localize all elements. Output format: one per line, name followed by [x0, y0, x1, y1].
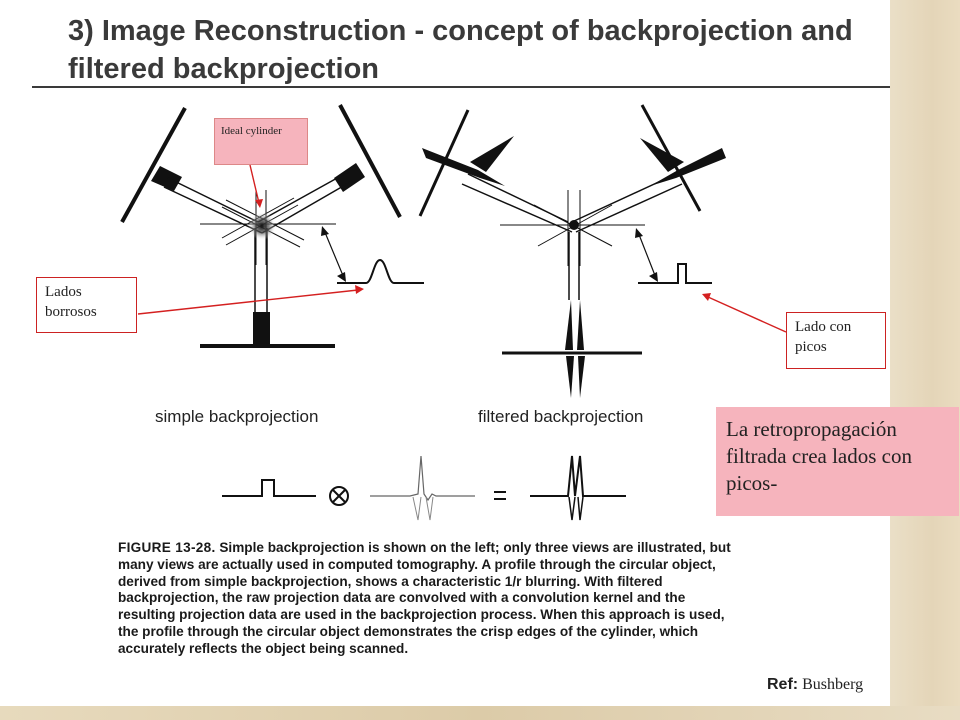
callout-arrows — [137, 164, 787, 333]
simple-backprojection-label: simple backprojection — [155, 407, 319, 426]
reference: Ref: Bushberg — [767, 676, 863, 694]
slide — [0, 0, 890, 720]
ref-label: Ref: — [767, 676, 799, 693]
caption-body: Simple backprojection is shown on the le… — [118, 540, 731, 656]
lados-borrosos-callout: Lados borrosos — [36, 277, 137, 333]
slide-title: 3) Image Reconstruction - concept of bac… — [68, 15, 853, 85]
simple-backprojection-diagram — [120, 104, 424, 348]
ideal-cylinder-callout: Ideal cylinder — [214, 118, 308, 165]
bottom-border — [0, 706, 960, 720]
lado-con-picos-callout: Lado con picos — [786, 312, 886, 369]
summary-callout: La retropropagación filtrada crea lados … — [716, 407, 959, 516]
filtered-backprojection-label: filtered backprojection — [478, 407, 644, 426]
filtered-backprojection-diagram — [418, 104, 726, 398]
parchment-border — [890, 0, 960, 720]
figure-caption: FIGURE 13-28. Simple backprojection is s… — [118, 540, 738, 658]
ref-author: Bushberg — [802, 676, 864, 693]
backprojection-figure — [120, 104, 787, 521]
title-underline — [32, 86, 890, 88]
caption-lead: FIGURE 13-28. — [118, 540, 216, 555]
convolution-equation — [222, 455, 626, 521]
